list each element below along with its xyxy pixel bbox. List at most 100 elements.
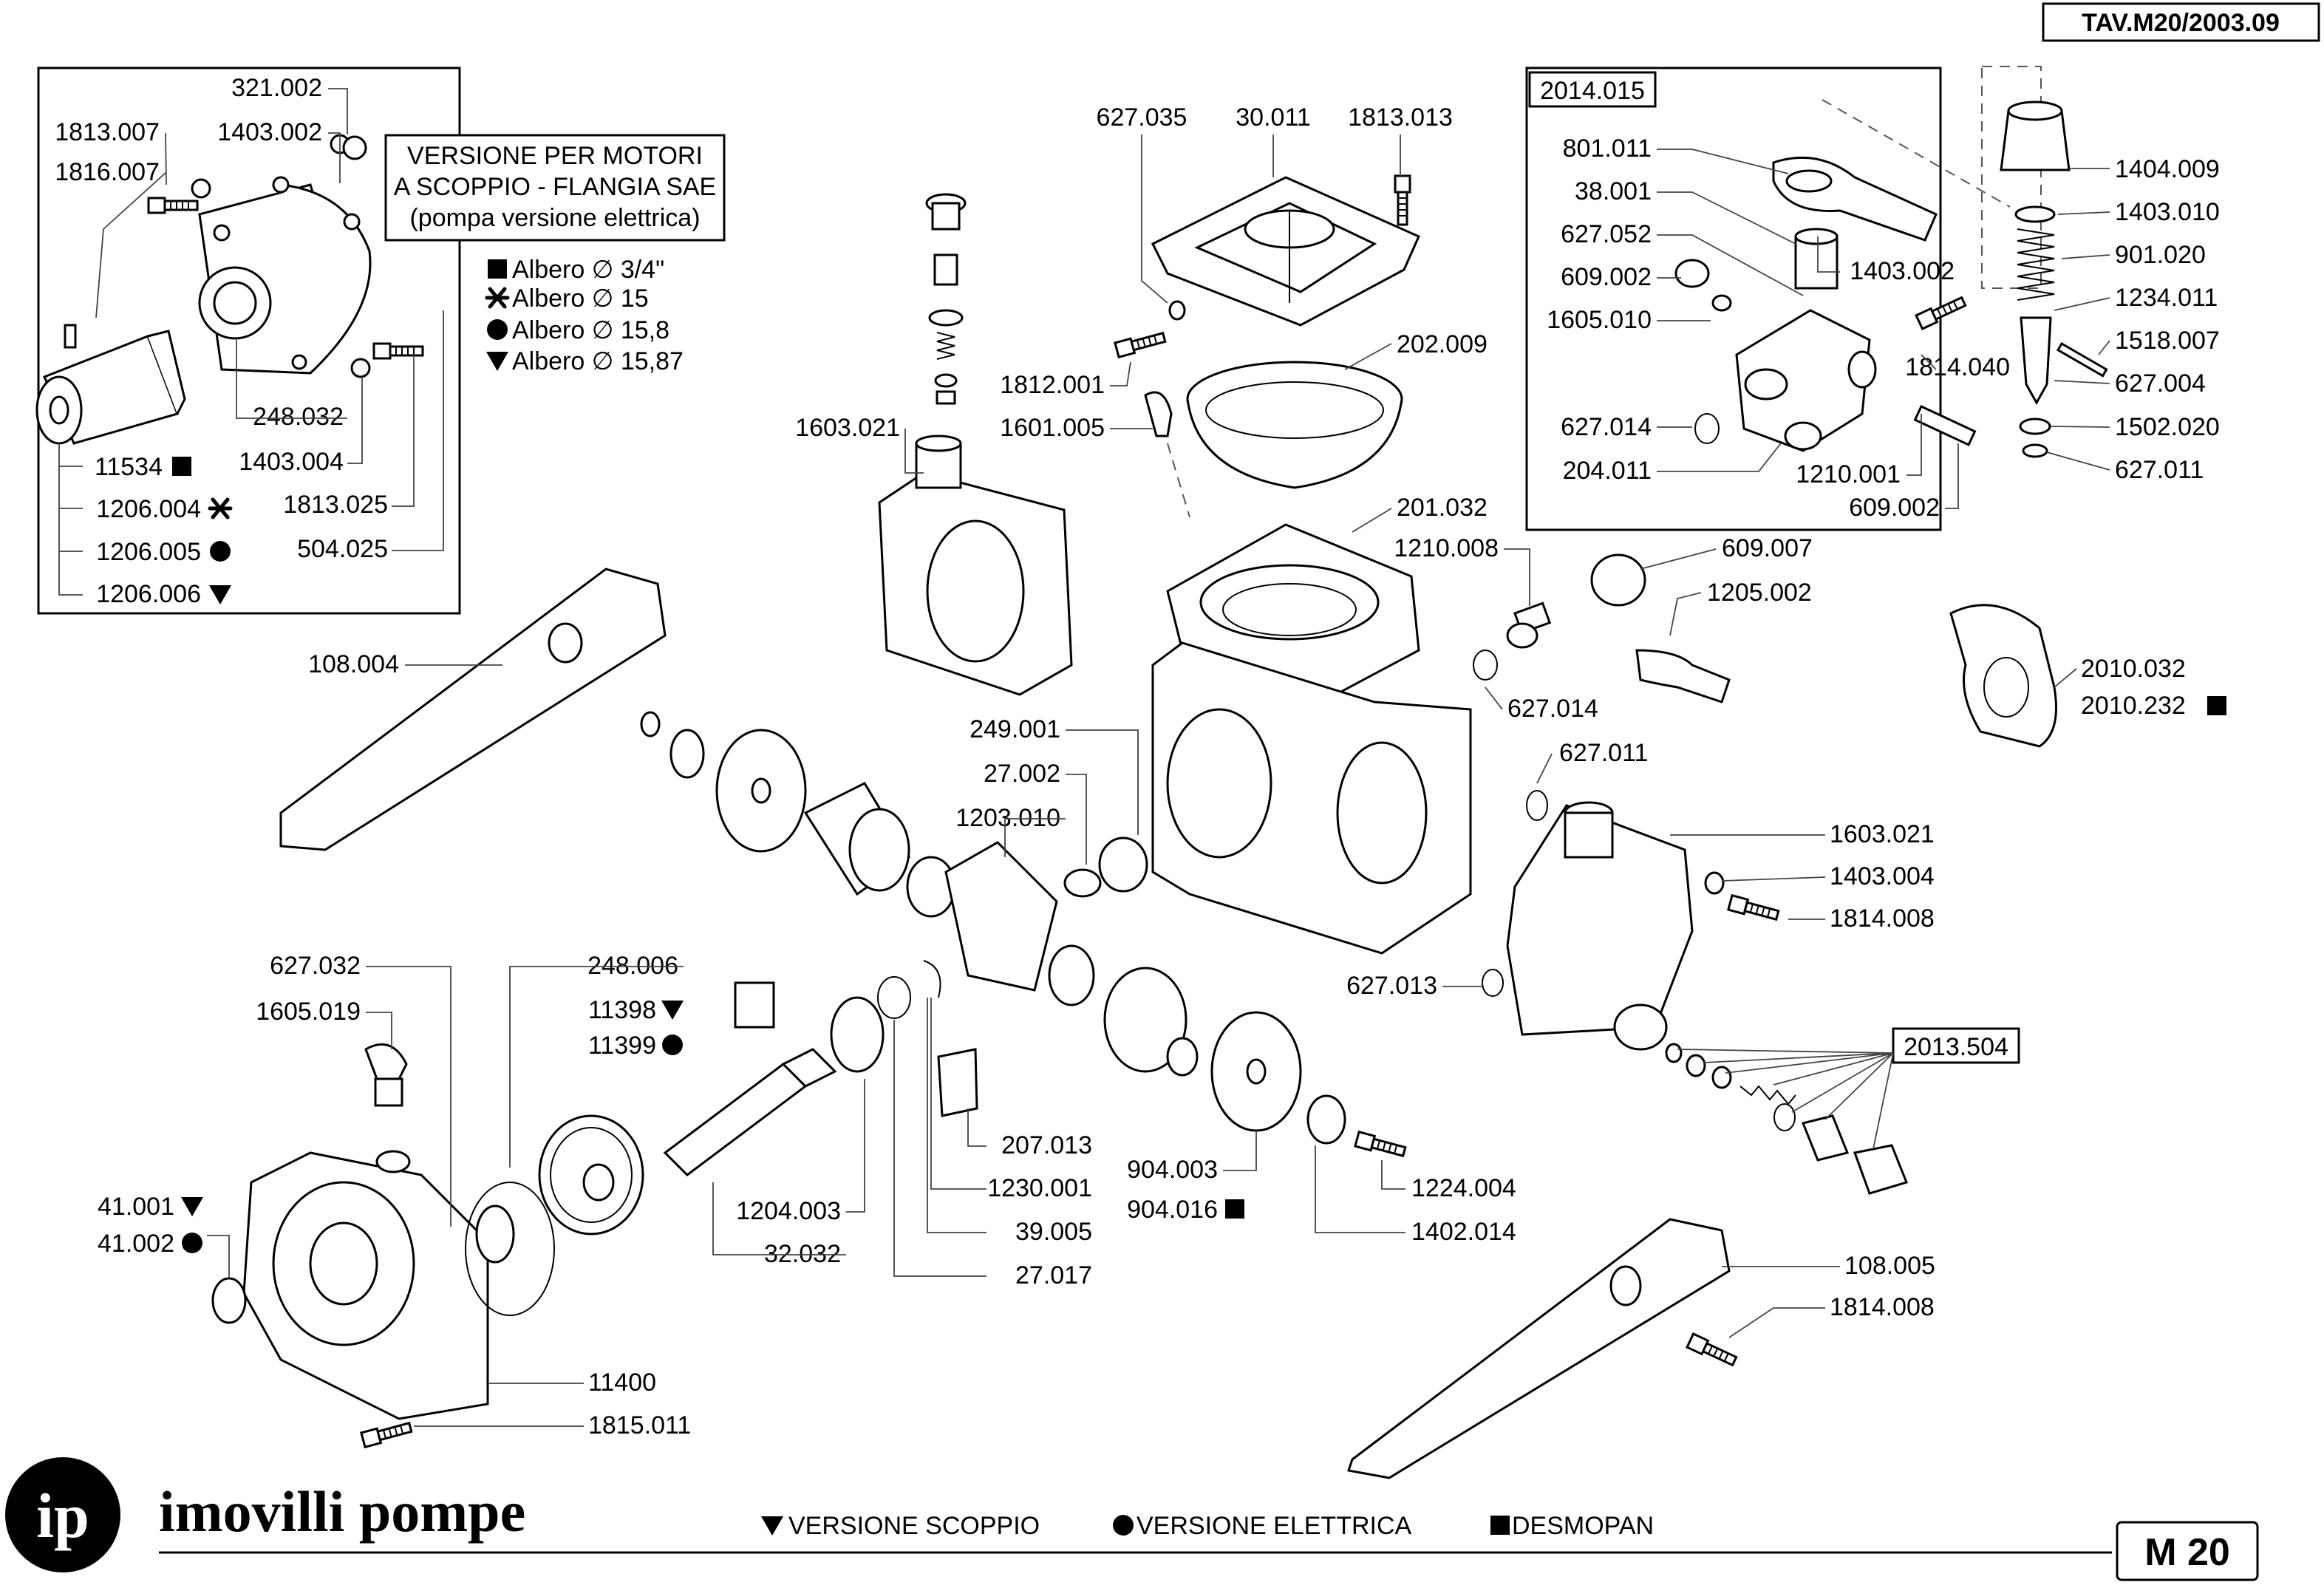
legend-desmopan: DESMOPAN xyxy=(1512,1512,1654,1540)
callout-609-002-b: 609.002 xyxy=(1849,494,1940,522)
callout-108-004: 108.004 xyxy=(308,650,399,678)
callout-41-002: 41.002 xyxy=(98,1230,174,1258)
bolt-1813-007 xyxy=(147,197,199,214)
callout-249-001: 249.001 xyxy=(970,715,1060,743)
callout-1816-007: 1816.007 xyxy=(55,158,160,186)
callout-1234-011: 1234.011 xyxy=(2115,284,2218,312)
model-box: M 20 xyxy=(2116,1521,2259,1581)
callout-1605-019: 1605.019 xyxy=(256,998,361,1026)
callout-11400: 11400 xyxy=(588,1369,656,1397)
brand-name: imovilli pompe xyxy=(159,1479,525,1544)
callout-41-001: 41.001 xyxy=(98,1193,174,1221)
callout-207-013: 207.013 xyxy=(1001,1131,1092,1159)
callout-627-052: 627.052 xyxy=(1561,220,1652,248)
group-2014-015: 2014.015 xyxy=(1540,77,1645,105)
callout-321-002: 321.002 xyxy=(231,74,322,102)
callout-627-014-a: 627.014 xyxy=(1561,413,1652,441)
brand-logo: ip xyxy=(5,1457,120,1572)
shaft-1-dim: 3/4" xyxy=(621,256,664,284)
model-code: M 20 xyxy=(2144,1531,2230,1574)
callout-504-025: 504.025 xyxy=(297,535,388,563)
callout-30-011: 30.011 xyxy=(1236,103,1310,132)
callout-201-032: 201.032 xyxy=(1397,494,1488,522)
callout-627-035: 627.035 xyxy=(1097,103,1187,132)
diameter-sign: ∅ xyxy=(592,284,614,313)
callout-627-011-a: 627.011 xyxy=(2115,456,2204,484)
triangle-symbol-icon xyxy=(486,352,508,371)
valve-body-204-011 xyxy=(1735,228,1877,452)
bolt-1813-025 xyxy=(372,342,424,360)
callout-1605-010: 1605.010 xyxy=(1547,306,1652,334)
sheet-reference-box: TAV.M20/2003.09 xyxy=(2042,2,2320,42)
callout-2010-232: 2010.232 xyxy=(2081,692,2186,720)
washer-1403-002 xyxy=(191,178,211,199)
shaft-list: Albero ∅ 3/4" Albero ∅ 15 Albero ∅ 15,8 … xyxy=(486,256,684,375)
callout-609-002-a: 609.002 xyxy=(1561,263,1652,291)
callout-627-014-b: 627.014 xyxy=(1507,695,1598,723)
legend-scoppio: VERSIONE SCOPPIO xyxy=(788,1512,1040,1540)
callout-248-032: 248.032 xyxy=(253,403,344,431)
pressure-valve-inset: 2014.015 801.011 38.001 xyxy=(1525,66,2220,531)
shaft-1204-003 xyxy=(663,960,978,1176)
set-screw-part xyxy=(64,324,77,349)
piston-group xyxy=(640,711,1346,1145)
callout-11399: 11399 xyxy=(588,1032,656,1060)
manifold-1603-021-right xyxy=(1506,801,1694,1051)
callout-1814-008-a: 1814.008 xyxy=(1830,904,1935,933)
callout-11398: 11398 xyxy=(588,996,656,1024)
sheet-reference: TAV.M20/2003.09 xyxy=(2082,9,2280,37)
callout-627-013: 627.013 xyxy=(1346,972,1437,1000)
coupling-shaft-part xyxy=(35,330,186,445)
callout-1206-005: 1206.005 xyxy=(96,538,201,566)
eyebolt-1605-019 xyxy=(364,1043,408,1107)
callout-1210-008: 1210.008 xyxy=(1394,534,1499,562)
callout-11534: 11534 xyxy=(95,453,163,481)
callout-1204-003: 1204.003 xyxy=(736,1197,841,1225)
callout-1403-010: 1403.010 xyxy=(2115,198,2220,226)
callout-202-009: 202.009 xyxy=(1397,330,1488,358)
gear-248-006 xyxy=(538,1114,644,1236)
callout-609-007: 609.007 xyxy=(1722,534,1813,562)
legend: VERSIONE SCOPPIO VERSIONE ELETTRICA DESM… xyxy=(761,1512,1654,1540)
svg-text:Albero ∅ 15: Albero ∅ 15 xyxy=(512,284,649,313)
callout-1402-014: 1402.014 xyxy=(1411,1218,1516,1246)
callout-801-011: 801.011 xyxy=(1563,134,1652,163)
callout-27-017: 27.017 xyxy=(1015,1261,1092,1289)
valve-group-2013-504: 2013.504 xyxy=(1665,1027,2020,1195)
fitting-1210-008 xyxy=(1473,553,1731,703)
callout-1603-021-a: 1603.021 xyxy=(795,414,900,442)
svg-text:Albero ∅ 15,8: Albero ∅ 15,8 xyxy=(512,316,669,344)
head-cover-30-011 xyxy=(1151,176,1420,327)
callout-1230-001: 1230.001 xyxy=(987,1174,1092,1202)
callout-1206-006: 1206.006 xyxy=(96,580,201,608)
callout-1812-001: 1812.001 xyxy=(1000,371,1105,399)
shaft-1-text: Albero xyxy=(512,256,585,284)
bracket-108-004 xyxy=(279,568,667,851)
shaft-4-text: Albero xyxy=(512,347,585,375)
callout-27-002: 27.002 xyxy=(984,760,1060,788)
versione-note-box: VERSIONE PER MOTORI A SCOPPIO - FLANGIA … xyxy=(384,134,726,242)
svg-text:Albero ∅ 15,87: Albero ∅ 15,87 xyxy=(512,347,684,375)
callout-1813-025: 1813.025 xyxy=(283,491,388,519)
diameter-sign: ∅ xyxy=(592,316,614,344)
spring-901-020 xyxy=(2017,228,2055,301)
shaft-3-text: Albero xyxy=(512,316,585,344)
shaft-3-dim: 15,8 xyxy=(621,316,669,344)
callout-2010-032: 2010.032 xyxy=(2081,655,2186,683)
versione-title-3: (pompa versione elettrica) xyxy=(409,204,700,232)
bracket-108-005 xyxy=(1347,1218,1731,1479)
callout-32-032: 32.032 xyxy=(764,1240,841,1268)
callout-1403-002: 1403.002 xyxy=(217,118,322,146)
callout-1814-008-b: 1814.008 xyxy=(1830,1293,1935,1321)
shaft-4-dim: 15,87 xyxy=(621,347,684,375)
shaft-2-text: Albero xyxy=(512,284,585,313)
callout-1210-001: 1210.001 xyxy=(1796,460,1901,488)
manifold-1603-021-left xyxy=(878,435,1073,696)
callout-1813-013: 1813.013 xyxy=(1348,103,1453,132)
callout-1206-004: 1206.004 xyxy=(96,495,201,523)
svg-text:Albero ∅ 3/4": Albero ∅ 3/4" xyxy=(512,256,664,284)
callout-1502-020: 1502.020 xyxy=(2115,413,2220,441)
callout-1603-021-b: 1603.021 xyxy=(1830,820,1935,848)
callout-204-011: 204.011 xyxy=(1563,457,1652,485)
